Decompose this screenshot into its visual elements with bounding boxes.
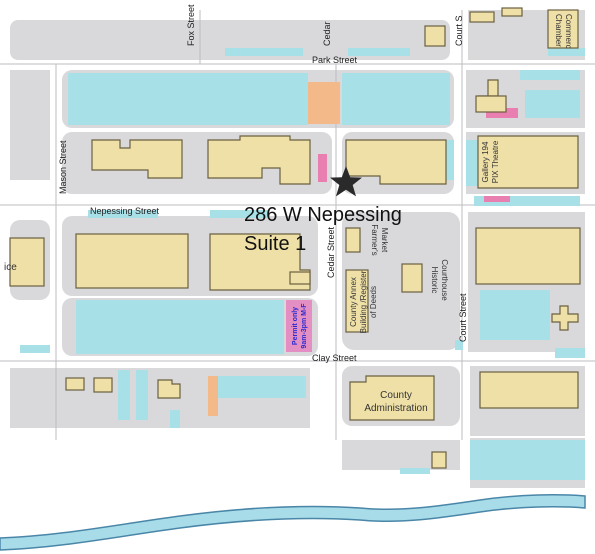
street-label-cedar: Cedar Street — [326, 226, 336, 278]
chamber-label-line2: Commerc — [564, 14, 573, 49]
parking-lots — [20, 48, 585, 480]
street-label-cedar-north: Cedar — [322, 21, 332, 46]
river — [0, 494, 586, 551]
gallery-label: Gallery 194 — [481, 141, 490, 182]
street-label-clay: Clay Street — [312, 353, 357, 363]
permit-only-lot — [286, 300, 312, 352]
street-label-court-north: Court S — [454, 15, 464, 46]
street-label-mason: Mason Street — [58, 140, 68, 194]
county-annex-label-line2: Building /Register — [359, 270, 368, 333]
chamber-label-line1: Chamber — [554, 14, 563, 47]
star-marker-icon — [330, 166, 362, 197]
location-address-line1: 286 W Nepessing — [244, 204, 402, 226]
county-admin-label-line1: County — [380, 390, 412, 401]
county-admin-label-line2: Administration — [364, 403, 427, 414]
orange-lots — [208, 82, 340, 416]
location-address-line2: Suite 1 — [244, 233, 306, 255]
street-labels: Fox Street Cedar Court S Park Street Mas… — [58, 4, 468, 363]
farmers-market-label-line1: Farmer's — [370, 224, 379, 255]
left-building-partial-label: ice — [4, 262, 17, 273]
street-label-park: Park Street — [312, 55, 358, 65]
county-annex-label-line1: County Annex — [349, 277, 358, 327]
historic-courthouse-label-line2: Courthouse — [440, 259, 449, 301]
street-label-court: Court Street — [458, 293, 468, 342]
street-label-nepessing: Nepessing Street — [90, 206, 160, 216]
farmers-market-label-line2: Market — [380, 228, 389, 253]
county-annex-label-line3: of Deeds — [369, 286, 378, 318]
buildings — [9, 7, 581, 469]
pink-strips — [318, 108, 518, 202]
permit-line2: 9am-3pm M-F — [301, 303, 308, 349]
permit-text: Permit only 9am-3pm M-F — [292, 303, 308, 349]
street-label-fox: Fox Street — [186, 4, 196, 46]
road-edges — [0, 10, 595, 440]
permit-line1: Permit only — [292, 307, 299, 345]
pix-theatre-label: PIX Theatre — [491, 140, 500, 183]
historic-courthouse-label-line1: Historic — [430, 267, 439, 294]
building-labels: Chamber Commerc Gallery 194 PIX Theatre … — [4, 14, 573, 414]
